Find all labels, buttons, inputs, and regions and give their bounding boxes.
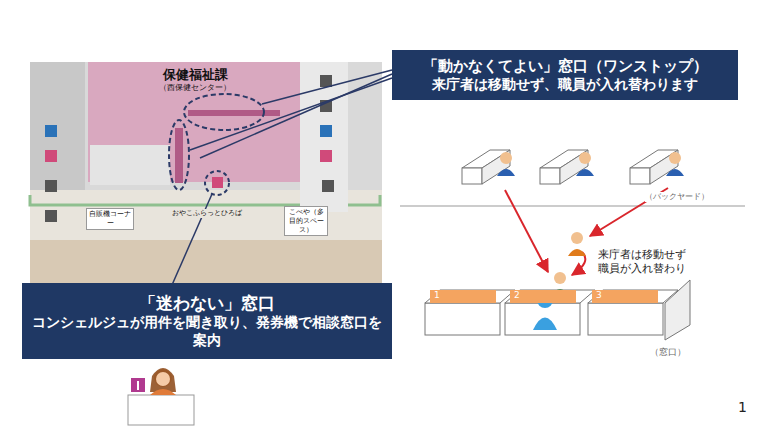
dashed-ellipse	[184, 94, 264, 130]
counter-number: 3	[592, 290, 658, 303]
node-title: 「迷わない」窓口	[28, 293, 386, 314]
node-title: 1	[434, 290, 492, 301]
leader-line	[172, 70, 392, 285]
map-block	[30, 62, 85, 190]
desk	[462, 150, 678, 184]
area-label: （窓口）	[650, 347, 710, 359]
counter-line	[188, 110, 280, 116]
page-number: 1	[738, 398, 752, 416]
counter-number: 2	[510, 290, 576, 303]
map-block	[300, 62, 348, 212]
map-block	[90, 145, 170, 185]
staff	[551, 232, 586, 296]
node-text: コンシェルジュが用件を聞き取り、発券機で相談窓口を案内	[28, 314, 386, 349]
node-title: 3	[596, 290, 654, 301]
node-text: 来庁者は移動せず、職員が入れ替わります	[398, 76, 732, 93]
concierge-icon	[128, 368, 194, 425]
map-ground	[30, 62, 382, 284]
node-title: 「動かなくてよい」窓口（ワンストップ）	[398, 57, 732, 76]
counter-number: 1	[430, 290, 496, 303]
node-title: 自販機コーナー	[88, 210, 132, 228]
callout-box: 「動かなくてよい」窓口（ワンストップ）来庁者は移動せず、職員が入れ替わります	[392, 50, 738, 100]
map-area: 自販機コーナー	[86, 208, 134, 230]
note-label: 来庁者は移動せず 職員が入れ替わり	[598, 248, 698, 277]
dashed-ellipse	[169, 120, 189, 190]
node-text: （西保健センター）	[111, 83, 279, 93]
red-arrow	[505, 188, 668, 275]
counter	[425, 280, 690, 340]
map-entrance	[30, 240, 382, 284]
map-label: おやこふらっとひろば	[172, 209, 262, 218]
node-title: こべや（多目的スペース）	[286, 208, 326, 234]
callout-box: 「迷わない」窓口コンシェルジュが用件を聞き取り、発券機で相談窓口を案内	[22, 283, 392, 359]
counter-line	[175, 128, 183, 183]
node-title: 2	[514, 290, 572, 301]
room-area: 保健福祉課（西保健センター）	[110, 66, 280, 94]
dashed-circle	[205, 171, 229, 195]
map-area: こべや（多目的スペース）	[284, 206, 328, 236]
area-label: （バックヤード）	[645, 192, 725, 202]
divider	[400, 205, 745, 207]
staff	[497, 152, 684, 176]
node-title: 保健福祉課	[111, 67, 279, 83]
